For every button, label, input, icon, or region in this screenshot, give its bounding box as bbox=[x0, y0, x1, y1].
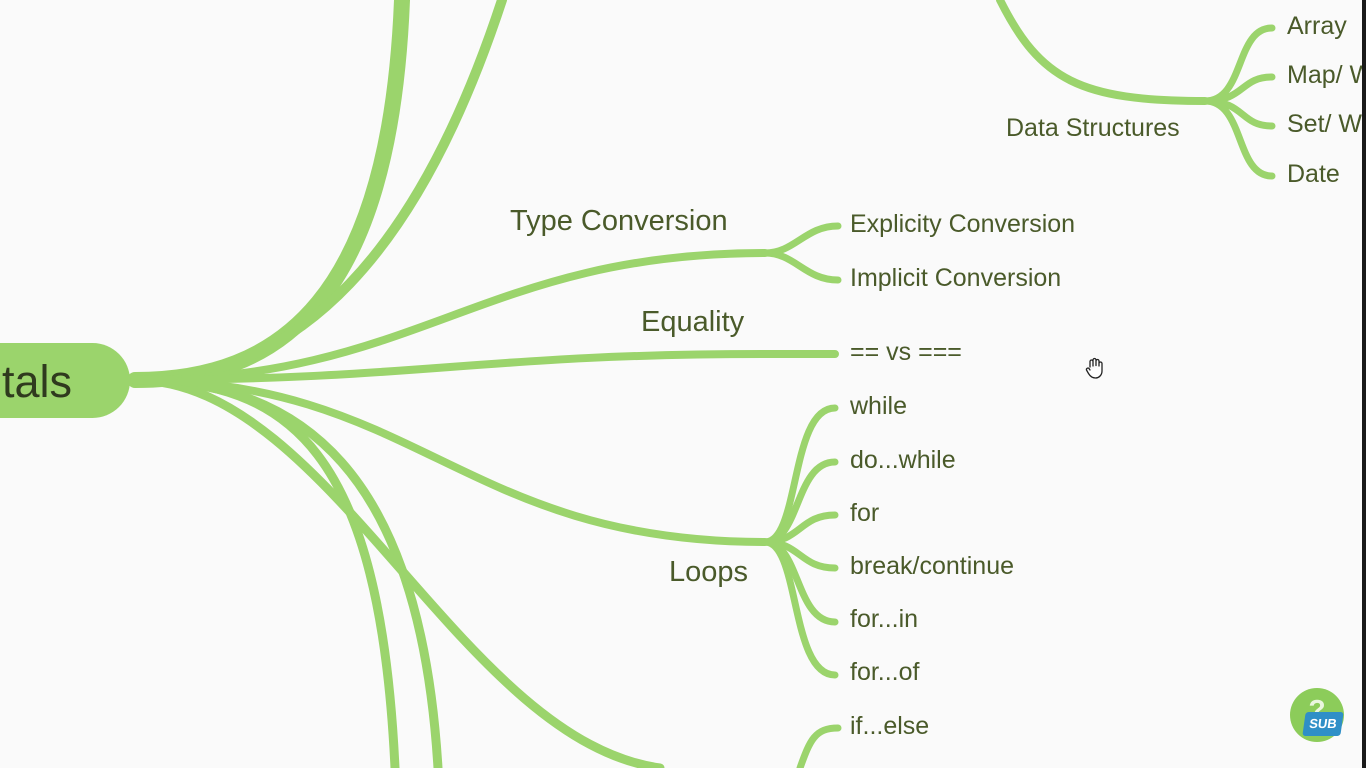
branch-explicit bbox=[761, 222, 842, 257]
branch-if-else bbox=[796, 724, 842, 768]
node-date[interactable]: Date bbox=[1287, 160, 1340, 188]
node-for[interactable]: for bbox=[850, 499, 880, 527]
node-set[interactable]: Set/ W bbox=[1287, 110, 1363, 138]
branch-equality bbox=[131, 350, 839, 384]
branch-data-structures bbox=[996, 0, 1209, 105]
node-implicit-conversion[interactable]: Implicit Conversion bbox=[850, 264, 1062, 292]
sub-badge: SUB bbox=[1302, 712, 1344, 736]
node-explicit-conversion[interactable]: Explicity Conversion bbox=[850, 210, 1076, 238]
branch-while bbox=[761, 404, 839, 546]
node-do-while[interactable]: do...while bbox=[850, 446, 956, 474]
root-node-label: tals bbox=[1, 356, 72, 407]
node-break-continue[interactable]: break/continue bbox=[850, 552, 1015, 580]
node-if-else[interactable]: if...else bbox=[850, 712, 930, 740]
node-equality[interactable]: Equality bbox=[641, 306, 745, 338]
branch-root-bottom-3 bbox=[130, 375, 665, 768]
branch-for bbox=[761, 511, 839, 546]
root-node[interactable]: tals bbox=[0, 343, 130, 418]
node-loops[interactable]: Loops bbox=[669, 556, 749, 588]
node-type-conversion[interactable]: Type Conversion bbox=[510, 205, 728, 237]
node-for-in[interactable]: for...in bbox=[850, 605, 919, 633]
branch-root-bottom-1 bbox=[130, 375, 400, 768]
branch-map bbox=[1201, 73, 1276, 105]
branch-type-conversion bbox=[131, 249, 769, 384]
branch-implicit bbox=[761, 249, 842, 284]
window-edge bbox=[1362, 0, 1366, 768]
node-while[interactable]: while bbox=[850, 392, 907, 420]
node-array[interactable]: Array bbox=[1287, 12, 1347, 40]
branch-root-top-1 bbox=[127, 0, 410, 388]
node-map[interactable]: Map/ W bbox=[1287, 61, 1366, 89]
branch-date bbox=[1201, 97, 1276, 180]
branch-loops bbox=[131, 376, 769, 546]
hand-cursor-icon bbox=[1085, 357, 1103, 379]
node-for-of[interactable]: for...of bbox=[850, 658, 920, 686]
node-data-structures[interactable]: Data Structures bbox=[1006, 114, 1180, 142]
help-button[interactable]: ? SUB bbox=[1290, 688, 1344, 742]
branch-root-top-2 bbox=[130, 0, 507, 385]
node-eq-vs-strict[interactable]: == vs === bbox=[850, 338, 962, 366]
branch-for-of bbox=[761, 538, 839, 679]
